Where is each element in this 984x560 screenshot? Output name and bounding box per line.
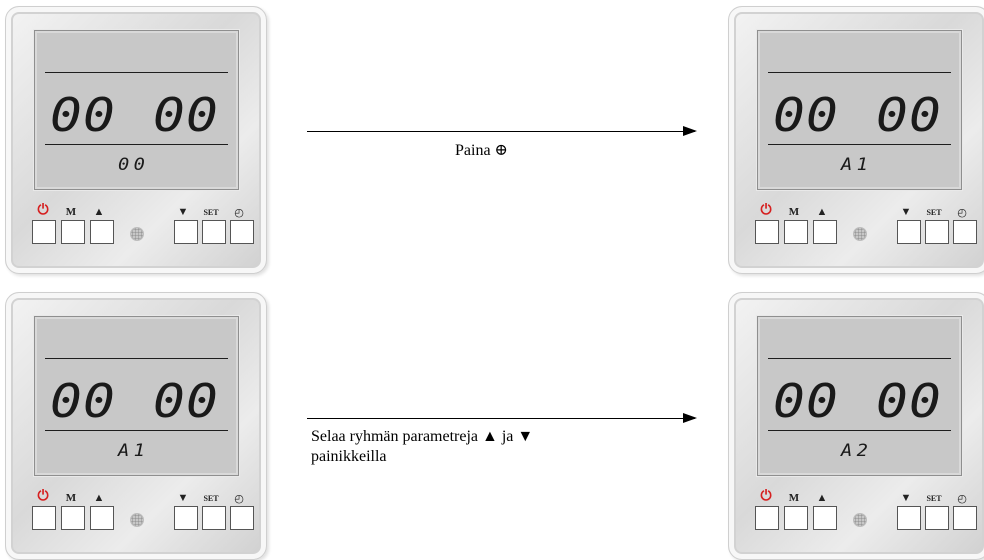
down-arrow-icon: ▼ [900,492,912,504]
up-arrow-icon: ▲ [93,206,105,218]
lcd-divider [45,144,228,145]
mode-label: M [788,206,800,218]
lcd-divider [45,358,228,359]
up-arrow-icon: ▲ [816,492,828,504]
power-button[interactable] [755,506,779,530]
controller-panel-1: 00 00 00 ⏻ M ▲ ▼ SET ◴ [5,6,267,274]
set-label: SET [926,208,942,217]
clock-icon: ◴ [957,207,967,219]
lcd-divider [45,430,228,431]
mode-button[interactable] [61,220,85,244]
mode-label: M [65,206,77,218]
set-button[interactable] [202,220,226,244]
lcd-divider [768,144,951,145]
lcd-display: 00 00 A1 [34,316,239,476]
lcd-divider [45,72,228,73]
lcd-digits-left: 00 [50,374,116,428]
set-label: SET [926,494,942,503]
speaker-icon [130,513,144,527]
speaker-icon [853,227,867,241]
set-label: SET [203,494,219,503]
lcd-digits-left: 00 [773,88,839,142]
lcd-parameter-code: A2 [841,441,873,461]
lcd-parameter-code: 00 [118,155,150,175]
power-button[interactable] [32,506,56,530]
set-button[interactable] [202,506,226,530]
power-button[interactable] [32,220,56,244]
step-1-caption: Paina ⊕ [455,142,508,159]
mode-button[interactable] [61,506,85,530]
down-button[interactable] [897,220,921,244]
mode-label: M [788,492,800,504]
lcd-digits-right: 00 [876,374,942,428]
speaker-icon [853,513,867,527]
lcd-digits-left: 00 [50,88,116,142]
down-arrow-icon: ▼ [177,206,189,218]
power-button[interactable] [755,220,779,244]
power-icon: ⏻ [37,203,49,218]
lcd-digits-right: 00 [153,374,219,428]
controller-panel-3: 00 00 A1 ⏻ M ▲ ▼ SET ◴ [5,292,267,560]
set-button[interactable] [925,220,949,244]
lcd-digits-right: 00 [876,88,942,142]
clock-icon: ◴ [234,493,244,505]
up-button[interactable] [813,506,837,530]
lcd-display: 00 00 00 [34,30,239,190]
up-button[interactable] [813,220,837,244]
clock-button[interactable] [953,220,977,244]
clock-button[interactable] [230,220,254,244]
clock-button[interactable] [230,506,254,530]
up-arrow-icon: ▲ [816,206,828,218]
lcd-digits-right: 00 [153,88,219,142]
down-arrow-icon: ▼ [177,492,189,504]
clock-icon: ◴ [957,493,967,505]
up-arrow-icon: ▲ [93,492,105,504]
down-button[interactable] [897,506,921,530]
down-arrow-icon: ▼ [900,206,912,218]
arrow-step-1 [307,126,697,136]
speaker-icon [130,227,144,241]
up-button[interactable] [90,220,114,244]
clock-icon: ◴ [234,207,244,219]
set-button[interactable] [925,506,949,530]
lcd-divider [768,72,951,73]
lcd-parameter-code: A1 [118,441,150,461]
set-label: SET [203,208,219,217]
power-icon: ⏻ [760,489,772,504]
up-button[interactable] [90,506,114,530]
lcd-divider [768,358,951,359]
clock-button[interactable] [953,506,977,530]
step-2-caption-line2: painikkeilla [311,448,387,465]
step-2-caption-line1: Selaa ryhmän parametreja ▲ ja ▼ [311,428,534,445]
lcd-digits-left: 00 [773,374,839,428]
lcd-display: 00 00 A2 [757,316,962,476]
mode-button[interactable] [784,506,808,530]
mode-label: M [65,492,77,504]
controller-panel-2: 00 00 A1 ⏻ M ▲ ▼ SET ◴ [728,6,984,274]
arrow-step-2 [307,413,697,423]
power-icon: ⏻ [760,203,772,218]
down-button[interactable] [174,506,198,530]
lcd-display: 00 00 A1 [757,30,962,190]
mode-button[interactable] [784,220,808,244]
lcd-divider [768,430,951,431]
down-button[interactable] [174,220,198,244]
power-icon: ⏻ [37,489,49,504]
lcd-parameter-code: A1 [841,155,873,175]
controller-panel-4: 00 00 A2 ⏻ M ▲ ▼ SET ◴ [728,292,984,560]
